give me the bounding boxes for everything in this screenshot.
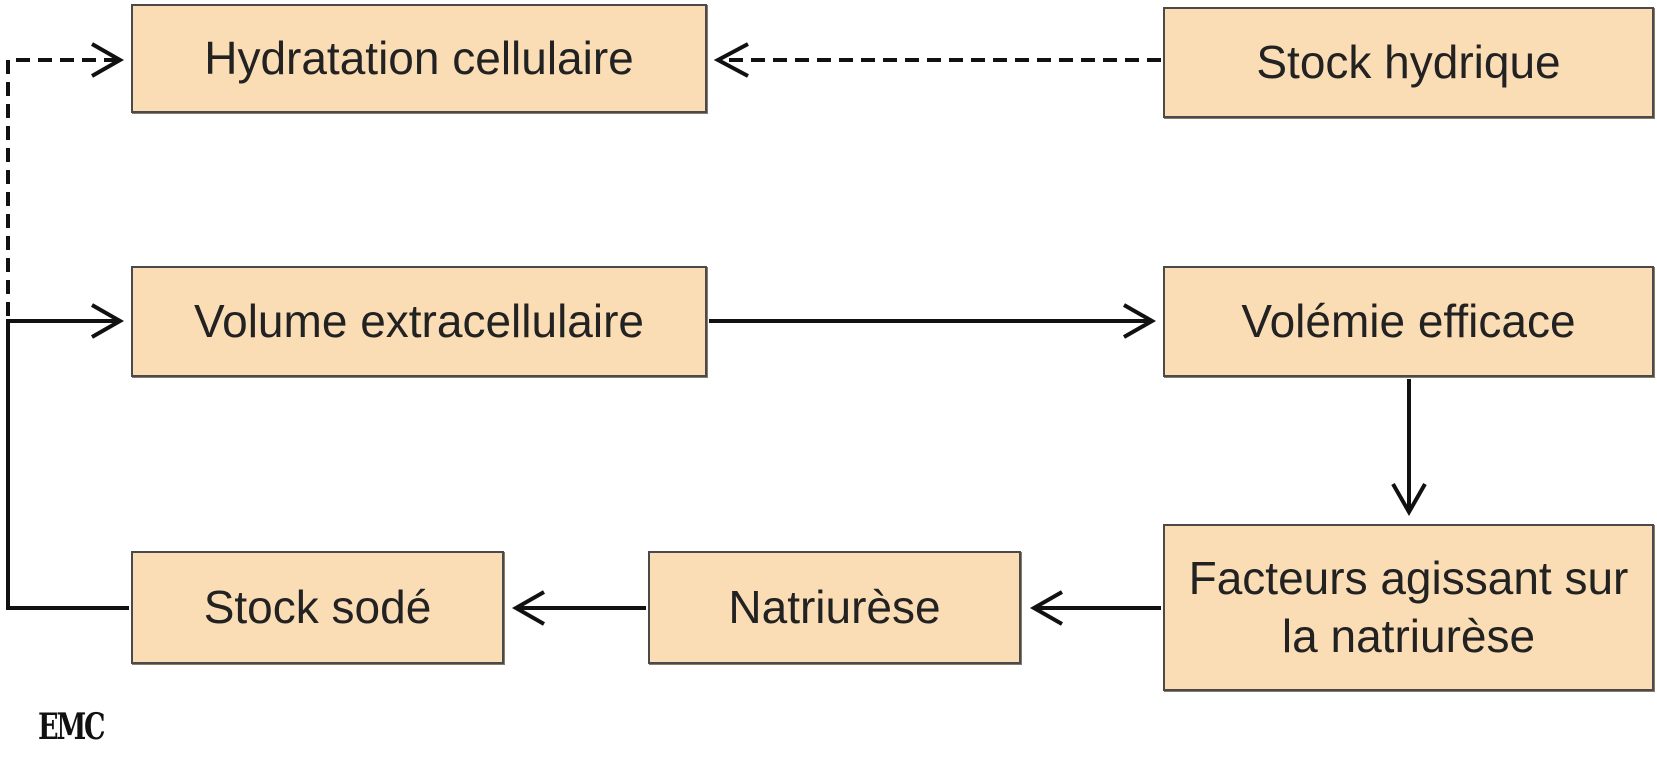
edge-natriurese-to-stock-sode (511, 590, 646, 626)
node-label: Volume extracellulaire (193, 294, 644, 347)
node-label: Volémie efficace (1241, 294, 1576, 347)
emc-logo: EMC (38, 706, 105, 748)
node-label: Natriurèse (728, 580, 941, 633)
node-label: Stock hydrique (1256, 35, 1561, 88)
node-natriurese: Natriurèse (648, 551, 1021, 664)
edge-loop-to-hydratation (6, 42, 125, 316)
node-volume-extracellulaire: Volume extracellulaire (131, 266, 707, 377)
edge-volemie-to-facteurs (1391, 379, 1427, 517)
node-hydratation-cellulaire: Hydratation cellulaire (131, 4, 707, 113)
edge-facteurs-to-natriurese (1029, 590, 1161, 626)
node-facteurs-natriurese: Facteurs agissant sur la natriurèse (1163, 524, 1654, 691)
edge-volume-to-volemie (709, 303, 1157, 339)
node-label: Hydratation cellulaire (204, 31, 634, 84)
node-label: Facteurs agissant sur la natriurèse (1188, 552, 1629, 662)
node-stock-hydrique: Stock hydrique (1163, 7, 1654, 118)
node-label: Stock sodé (203, 580, 432, 633)
node-stock-sode: Stock sodé (131, 551, 504, 664)
edge-stock-hydrique-to-hydratation (713, 42, 1161, 78)
edge-stock-sode-to-volume (6, 303, 129, 610)
node-volemie-efficace: Volémie efficace (1163, 266, 1654, 377)
